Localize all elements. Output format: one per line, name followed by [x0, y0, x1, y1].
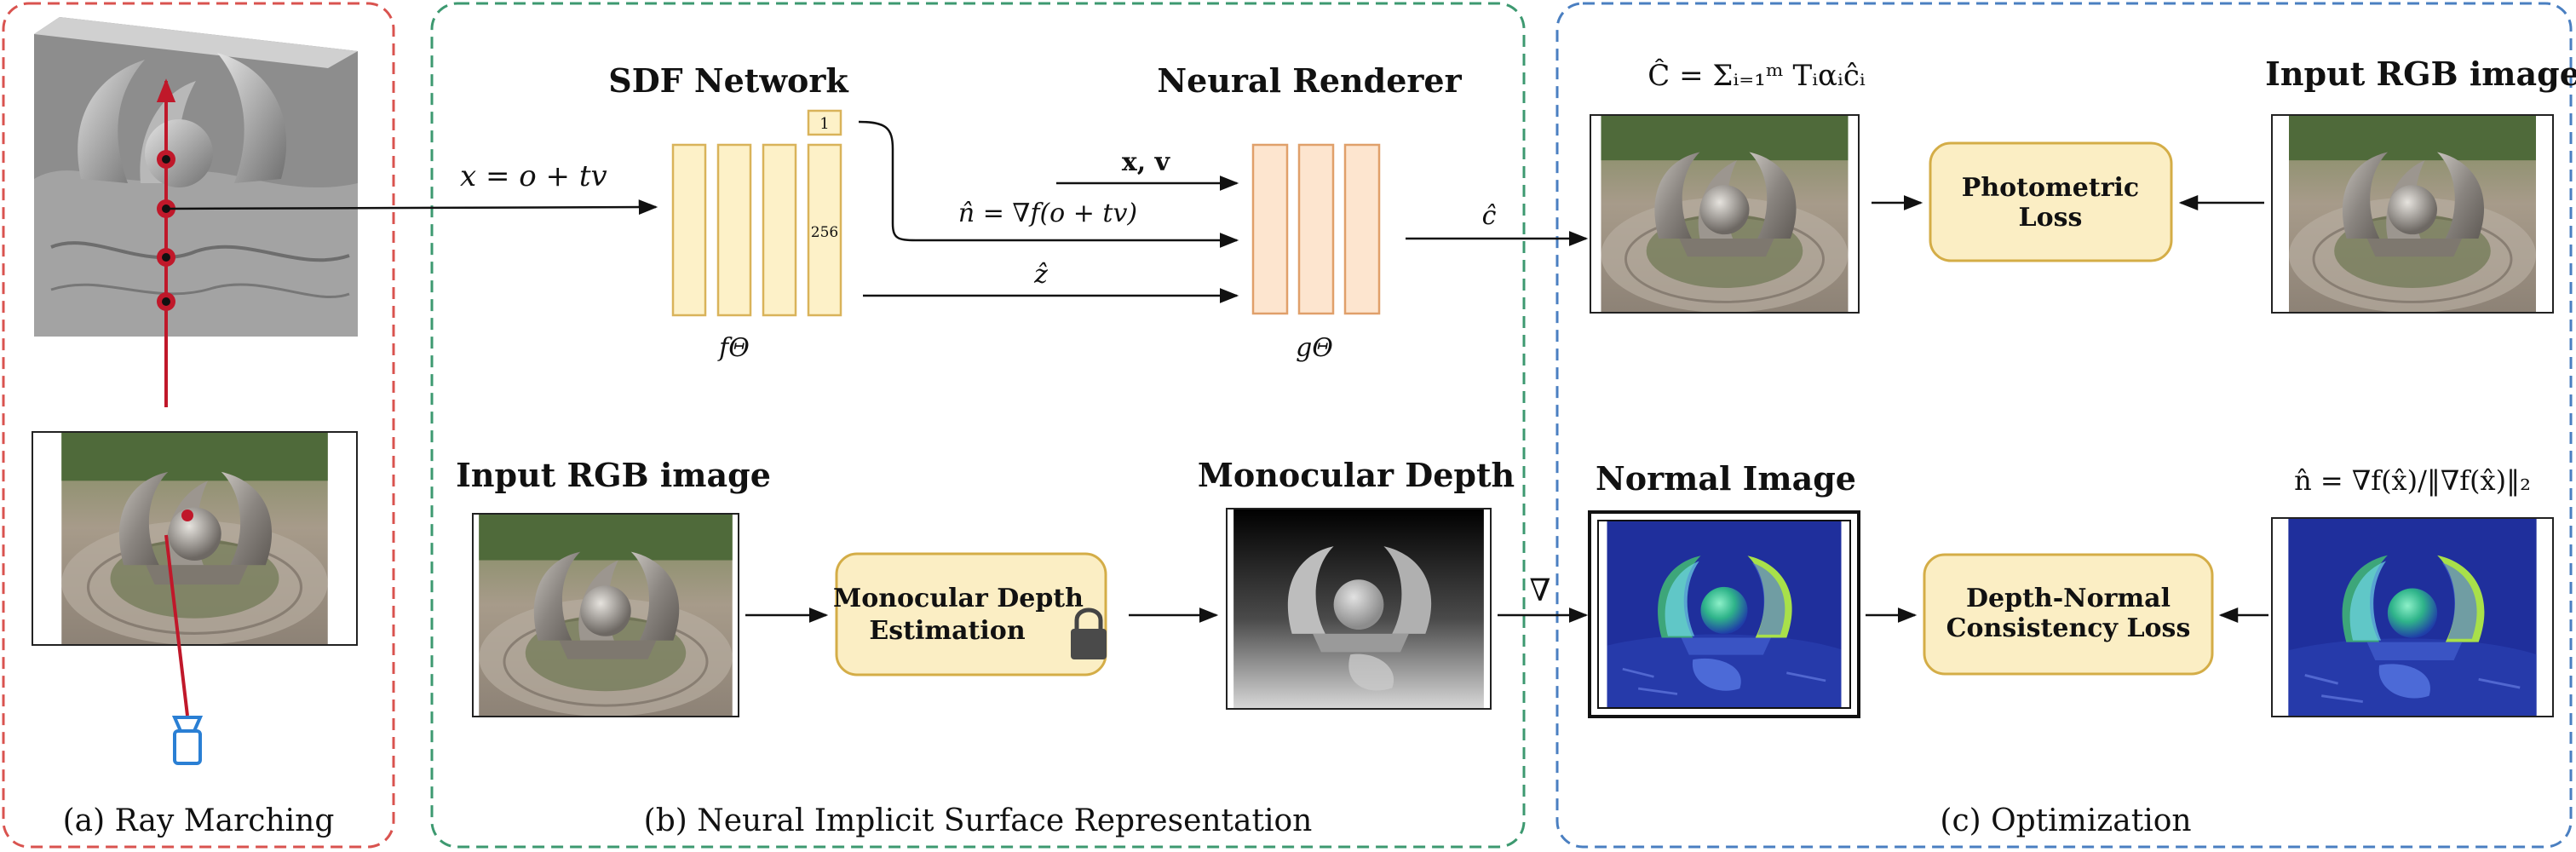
- mesh-reconstruction: [34, 17, 358, 337]
- panel-a-caption: (a) Ray Marching: [63, 803, 335, 838]
- depth-estimator-box: Monocular Depth Estimation: [833, 552, 1107, 676]
- normal-equation-c: n̂ = ∇f(x̂)/‖∇f(x̂)‖₂: [2294, 464, 2531, 497]
- predicted-normal-image: [2271, 517, 2554, 717]
- normal-equation: n̂ = ∇f(o + tv): [958, 199, 1137, 228]
- photometric-loss-line-2: Loss: [2019, 203, 2083, 233]
- sdf-layer-3: [762, 143, 797, 317]
- photometric-loss-box: Photometric Loss: [1929, 141, 2173, 262]
- lock-icon: [1071, 607, 1107, 659]
- input-photo-depth: [472, 513, 739, 717]
- consistency-loss-line-1: Depth-Normal: [1966, 584, 2171, 613]
- monocular-depth-map: [1226, 508, 1492, 710]
- panel-c-border: [1555, 2, 2573, 849]
- sdf-network-title: SDF Network: [608, 61, 848, 100]
- input-rgb-title-c: Input RGB image: [2265, 55, 2576, 93]
- ray-equation: x = o + tv: [460, 159, 607, 193]
- input-photo-gt: [2271, 114, 2554, 314]
- sdf-to-normal-arrow: [858, 120, 1239, 248]
- panel-b-border: [430, 2, 1526, 849]
- sdf-function-label: fΘ: [717, 333, 750, 363]
- optimization-panel: Ĉ = Σᵢ₌₁ᵐ Tᵢαᵢĉᵢ Photometric Loss Input …: [1588, 55, 2576, 838]
- panel-b-caption: (b) Neural Implicit Surface Representati…: [644, 803, 1313, 838]
- photometric-loss-line-1: Photometric: [1962, 173, 2139, 203]
- rendered-image: [1590, 114, 1860, 314]
- renderer-layers: [1251, 143, 1381, 315]
- neural-surface-panel: x = o + tv SDF Network 1 256 fΘ x, v n̂ …: [165, 61, 1589, 838]
- hidden-size: 256: [811, 224, 838, 241]
- renderer-function-label: gΘ: [1296, 333, 1333, 363]
- consistency-loss-box: Depth-Normal Consistency Loss: [1923, 553, 2214, 676]
- gradient-label: ∇: [1529, 573, 1550, 608]
- neural-renderer-title: Neural Renderer: [1157, 61, 1462, 100]
- camera-icon: [171, 716, 204, 765]
- panel-c-caption: (c) Optimization: [1940, 803, 2191, 838]
- view-inputs-label: x, v: [1122, 147, 1171, 177]
- mono-depth-title: Monocular Depth: [1198, 456, 1515, 494]
- camera-ray: [164, 534, 189, 717]
- consistency-loss-line-2: Consistency Loss: [1946, 613, 2191, 643]
- sdf-layer-4: [807, 143, 842, 317]
- depth-estimator-line-2: Estimation: [869, 616, 1025, 646]
- normal-image: [1588, 510, 1860, 718]
- volume-render-equation: Ĉ = Σᵢ₌₁ᵐ Tᵢαᵢĉᵢ: [1647, 58, 1866, 93]
- sdf-output-size: 1: [819, 115, 829, 133]
- color-output-label: ĉ: [1482, 201, 1497, 231]
- ray-pixel-point: [181, 509, 193, 521]
- sdf-output-node: [807, 109, 842, 136]
- renderer-layer-1: [1251, 143, 1289, 315]
- renderer-layer-3: [1343, 143, 1381, 315]
- input-photo-ray: [32, 431, 358, 646]
- feature-label: ẑ: [1033, 260, 1048, 290]
- normal-image-title: Normal Image: [1596, 459, 1856, 498]
- depth-estimator-line-1: Monocular Depth: [833, 584, 1084, 613]
- sdf-layer-2: [716, 143, 752, 317]
- sdf-layer-1: [671, 143, 707, 317]
- renderer-layer-2: [1297, 143, 1335, 315]
- ray-sample-points: [157, 150, 175, 311]
- ray-to-sdf-arrow: [165, 199, 658, 216]
- sdf-network-layers: [671, 109, 842, 317]
- panel-a-border: [2, 2, 395, 849]
- input-rgb-title-b: Input RGB image: [456, 456, 771, 494]
- ray-marching-panel: (a) Ray Marching: [32, 17, 358, 838]
